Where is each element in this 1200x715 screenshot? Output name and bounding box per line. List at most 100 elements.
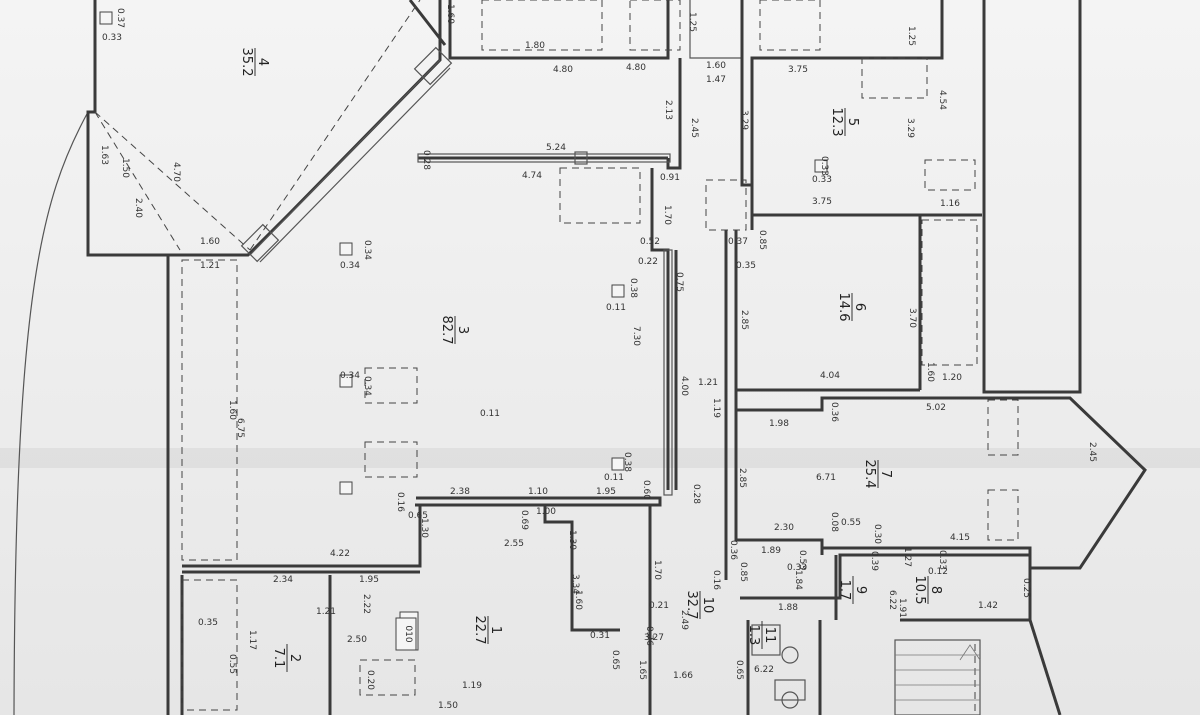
dimension-label: 0.38 bbox=[622, 452, 632, 472]
dimension-label: 1.70 bbox=[652, 560, 662, 580]
dimension-label: 0.28 bbox=[421, 150, 431, 170]
dimension-label: 0.39 bbox=[869, 551, 879, 571]
dimension-label: 2.45 bbox=[689, 118, 699, 138]
dimension-label: 0.31 bbox=[590, 631, 610, 641]
dimension-label: 1.25 bbox=[687, 12, 697, 32]
room-area: 22.7 bbox=[472, 616, 487, 645]
dimension-label: 0.22 bbox=[638, 257, 658, 267]
room-number: 5 bbox=[845, 118, 860, 126]
dimension-label: 0.11 bbox=[606, 303, 626, 313]
dimension-label: 1.95 bbox=[359, 575, 379, 585]
room-number: 6 bbox=[852, 303, 867, 311]
dimension-label: 0.33 bbox=[787, 563, 807, 573]
dimension-label: 4.80 bbox=[553, 65, 573, 75]
dimension-label: 0.36 bbox=[829, 402, 839, 422]
room-label-8: 810.5 bbox=[912, 576, 943, 605]
dimension-label: 0.30 bbox=[872, 524, 882, 544]
room-area: 10.5 bbox=[912, 576, 927, 605]
dimension-label: 0.36 bbox=[728, 540, 738, 560]
dimension-label: 1.60 bbox=[573, 590, 583, 610]
room-number: 3 bbox=[455, 326, 470, 334]
room-label-11: 111.3 bbox=[746, 621, 777, 649]
room-area: 1.7 bbox=[837, 580, 852, 601]
dimension-label: 0.53 bbox=[797, 550, 807, 570]
dimension-label: 4.22 bbox=[330, 549, 350, 559]
room-number: 10 bbox=[700, 597, 715, 614]
dimension-label: 1.17 bbox=[247, 630, 257, 650]
dimension-label: 1.60 bbox=[706, 61, 726, 71]
dimension-label: 2.85 bbox=[737, 468, 747, 488]
dimension-label: 1.00 bbox=[536, 507, 556, 517]
dimension-label: 6.22 bbox=[754, 665, 774, 675]
dimension-label: 2.49 bbox=[679, 610, 689, 630]
dimension-label: 1.16 bbox=[940, 199, 960, 209]
dimension-label: 1.63 bbox=[99, 145, 109, 165]
dimension-label: 4.15 bbox=[950, 533, 970, 543]
dimension-label: 1.10 bbox=[528, 487, 548, 497]
partition-bar bbox=[663, 249, 673, 496]
dimension-label: 0.65 bbox=[734, 660, 744, 680]
dimension-label: 0.76 bbox=[644, 626, 654, 646]
dimension-label: 0.33 bbox=[819, 156, 829, 176]
dimension-label: 1.89 bbox=[761, 546, 781, 556]
dimension-label: 2.13 bbox=[663, 100, 673, 120]
dimension-label: 1.30 bbox=[419, 518, 429, 538]
tag-box-label: 010 bbox=[403, 625, 413, 642]
room-number: 11 bbox=[762, 627, 777, 644]
dimension-label: 0.35 bbox=[736, 261, 756, 271]
dimension-label: 1.60 bbox=[200, 237, 220, 247]
dimension-label: 0.25 bbox=[1021, 578, 1031, 598]
dimension-label: 7.30 bbox=[631, 326, 641, 346]
dimension-label: 0.33 bbox=[937, 550, 947, 570]
dimension-label: 2.55 bbox=[504, 539, 524, 549]
dimension-label: 4.04 bbox=[820, 371, 840, 381]
dimension-label: 2.40 bbox=[133, 198, 143, 218]
dimension-label: 1.21 bbox=[698, 378, 718, 388]
room-label-5: 512.3 bbox=[829, 108, 860, 137]
room-area: 14.6 bbox=[836, 293, 851, 322]
dimension-label: 0.75 bbox=[674, 272, 684, 292]
dimension-label: 0.55 bbox=[227, 654, 237, 674]
dimension-label: 0.85 bbox=[738, 562, 748, 582]
dimension-label: 0.28 bbox=[691, 484, 701, 504]
dimension-label: 1.60 bbox=[445, 4, 455, 24]
dimension-label: 1.47 bbox=[706, 75, 726, 85]
room-number: 1 bbox=[488, 626, 503, 634]
dimension-label: 3.27 bbox=[644, 633, 664, 643]
tag-box: 010 bbox=[395, 617, 417, 651]
dimension-label: 0.91 bbox=[660, 173, 680, 183]
room-label-6: 614.6 bbox=[836, 293, 867, 322]
dimension-label: 3.29 bbox=[739, 110, 749, 130]
dimension-label: 1.80 bbox=[525, 41, 545, 51]
dimension-label: 6.71 bbox=[816, 473, 836, 483]
room-area: 12.3 bbox=[829, 108, 844, 137]
dimension-label: 0.38 bbox=[628, 278, 638, 298]
room-area: 25.4 bbox=[862, 460, 877, 489]
dimension-label: 3.29 bbox=[905, 118, 915, 138]
dimension-label: 0.60 bbox=[641, 480, 651, 500]
dimension-label: 0.33 bbox=[102, 33, 122, 43]
dimension-label: 0.37 bbox=[115, 8, 125, 28]
dimension-label: 0.16 bbox=[711, 570, 721, 590]
dimension-label: 0.37 bbox=[728, 237, 748, 247]
dimension-label: 1.60 bbox=[227, 400, 237, 420]
dimension-label: 3.34 bbox=[570, 574, 580, 594]
dimension-label: 1.21 bbox=[200, 261, 220, 271]
dimension-label: 0.34 bbox=[340, 371, 360, 381]
dimension-label: 2.34 bbox=[273, 575, 293, 585]
dimension-label: 1.60 bbox=[925, 362, 935, 382]
walls bbox=[86, 0, 1147, 715]
room-area: 35.2 bbox=[239, 48, 254, 77]
dimension-label: 0.69 bbox=[519, 510, 529, 530]
dimension-label: 1.88 bbox=[778, 603, 798, 613]
room-label-3: 382.7 bbox=[439, 316, 470, 345]
room-number: 4 bbox=[255, 58, 270, 66]
dimension-label: 4.80 bbox=[626, 63, 646, 73]
dimension-label: 1.19 bbox=[462, 681, 482, 691]
room-label-7: 725.4 bbox=[862, 460, 893, 489]
dimension-label: 3.70 bbox=[907, 308, 917, 328]
dimension-label: 2.38 bbox=[450, 487, 470, 497]
